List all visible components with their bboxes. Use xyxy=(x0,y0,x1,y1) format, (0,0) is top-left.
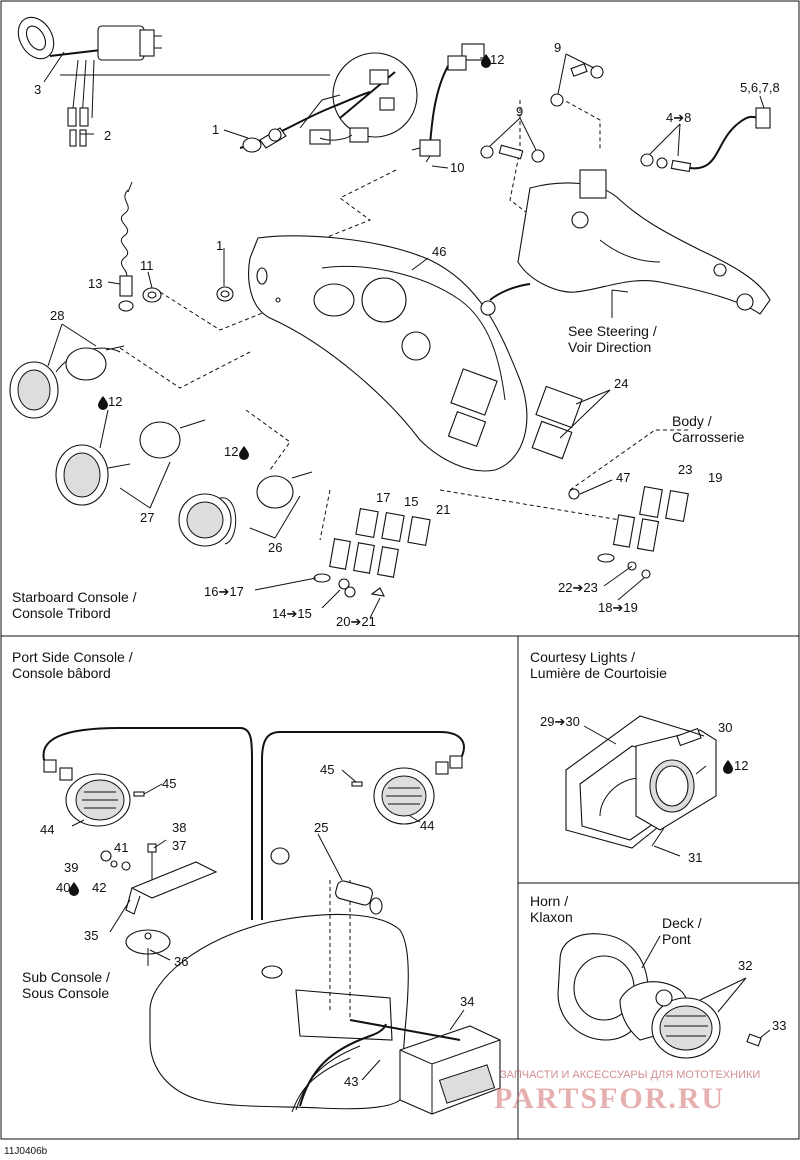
callout-9-a: 9 xyxy=(554,40,561,55)
dashboard-panel xyxy=(248,235,528,472)
callout-34: 34 xyxy=(460,994,474,1009)
port-console-body xyxy=(149,880,409,1110)
callout-12-c: 12 xyxy=(224,444,238,459)
callout-numbers: 3 2 1 1 10 12 9 9 4➔8 5,6,7,8 13 11 46 2… xyxy=(34,40,786,1089)
callout-12-d: 12 xyxy=(734,758,748,773)
drop-icon xyxy=(69,882,79,896)
gauge-28 xyxy=(9,345,125,419)
callout-4-8: 4➔8 xyxy=(666,110,691,125)
speaker-44-right xyxy=(351,755,463,825)
callout-13: 13 xyxy=(88,276,102,291)
watermark-logo: PARTSFOR.RU xyxy=(494,1082,725,1115)
callout-28: 28 xyxy=(50,308,64,323)
speaker-44-left xyxy=(43,759,145,827)
section-title-horn: Horn /Klaxon xyxy=(530,893,573,925)
callout-12-a: 12 xyxy=(490,52,504,67)
callout-42: 42 xyxy=(92,880,106,895)
callout-45-a: 45 xyxy=(162,776,176,791)
callout-10: 10 xyxy=(450,160,464,175)
callout-23: 23 xyxy=(678,462,692,477)
harness-detail xyxy=(239,52,418,153)
coil-wire xyxy=(118,181,234,312)
callout-3: 3 xyxy=(34,82,41,97)
callout-27: 27 xyxy=(140,510,154,525)
switch-set-right xyxy=(568,486,689,579)
callout-43: 43 xyxy=(344,1074,358,1089)
callout-21: 21 xyxy=(436,502,450,517)
horn-group xyxy=(557,933,762,1059)
radio-34 xyxy=(349,1019,501,1115)
note-deck: Deck /Pont xyxy=(662,915,702,947)
callout-19: 19 xyxy=(708,470,722,485)
switch-blanks xyxy=(313,507,431,598)
drawing-code: 11J0406b xyxy=(4,1146,48,1157)
drop-icon xyxy=(239,446,249,460)
harness-43 xyxy=(291,1023,387,1113)
panel-plates-24 xyxy=(531,385,583,460)
callout-29-30: 29➔30 xyxy=(540,714,580,729)
callout-37: 37 xyxy=(172,838,186,853)
callout-44-a: 44 xyxy=(40,822,54,837)
callout-38: 38 xyxy=(172,820,186,835)
callout-26: 26 xyxy=(268,540,282,555)
drop-icon xyxy=(98,396,108,410)
drop-icon xyxy=(481,54,491,68)
drop-icon xyxy=(723,760,733,774)
switch-with-connector xyxy=(411,43,485,163)
section-title-starboard-en: Starboard Console /Console Tribord xyxy=(12,589,137,621)
callout-14-15: 14➔15 xyxy=(272,606,312,621)
callout-11: 11 xyxy=(140,258,154,273)
gauge-26 xyxy=(178,471,313,547)
note-body: Body /Carrosserie xyxy=(672,413,745,445)
callout-33: 33 xyxy=(772,1018,786,1033)
callout-18-19: 18➔19 xyxy=(598,600,638,615)
callout-17: 17 xyxy=(376,490,390,505)
callout-1-a: 1 xyxy=(212,122,219,137)
callout-31: 31 xyxy=(688,850,702,865)
callout-1-b: 1 xyxy=(216,238,223,253)
sub-console-bracket xyxy=(100,843,218,966)
leader-lines xyxy=(119,97,690,541)
steering-assembly xyxy=(480,169,771,318)
callout-47: 47 xyxy=(616,470,630,485)
grommet-25 xyxy=(270,847,383,915)
callout-44-b: 44 xyxy=(420,818,434,833)
note-steering: See Steering /Voir Direction xyxy=(568,323,657,355)
callout-39: 39 xyxy=(64,860,78,875)
callout-30: 30 xyxy=(718,720,732,735)
callout-12-b: 12 xyxy=(108,394,122,409)
callout-45-b: 45 xyxy=(320,762,334,777)
callout-2: 2 xyxy=(104,128,111,143)
section-title-courtesy: Courtesy Lights /Lumière de Courtoisie xyxy=(530,649,667,681)
port-console-group xyxy=(42,727,501,1115)
callout-36: 36 xyxy=(174,954,188,969)
callout-22-23: 22➔23 xyxy=(558,580,598,595)
callout-25: 25 xyxy=(314,820,328,835)
callout-20-21: 20➔21 xyxy=(336,614,376,629)
callout-9-b: 9 xyxy=(516,104,523,119)
callout-5-8: 5,6,7,8 xyxy=(740,80,780,95)
drop-icons xyxy=(69,54,733,896)
callout-46: 46 xyxy=(432,244,446,259)
callout-41: 41 xyxy=(114,840,128,855)
callout-leaders xyxy=(43,51,771,1081)
starboard-console-group xyxy=(9,16,771,598)
ignition-switch-detail xyxy=(17,16,162,147)
callout-16-17: 16➔17 xyxy=(204,584,244,599)
fasteners-top-right xyxy=(480,63,771,173)
callout-32: 32 xyxy=(738,958,752,973)
section-title-port: Port Side Console /Console bâbord xyxy=(12,649,133,681)
callout-24: 24 xyxy=(614,376,628,391)
courtesy-lights-group xyxy=(565,715,717,849)
callout-15: 15 xyxy=(404,494,418,509)
gauge-27 xyxy=(55,419,206,506)
callout-35: 35 xyxy=(84,928,98,943)
callout-40: 40 xyxy=(56,880,70,895)
watermark-tagline: ЗАПЧАСТИ И АКСЕССУАРЫ ДЛЯ МОТОТЕХНИКИ xyxy=(500,1069,760,1081)
note-sub-console: Sub Console /Sous Console xyxy=(22,969,110,1001)
